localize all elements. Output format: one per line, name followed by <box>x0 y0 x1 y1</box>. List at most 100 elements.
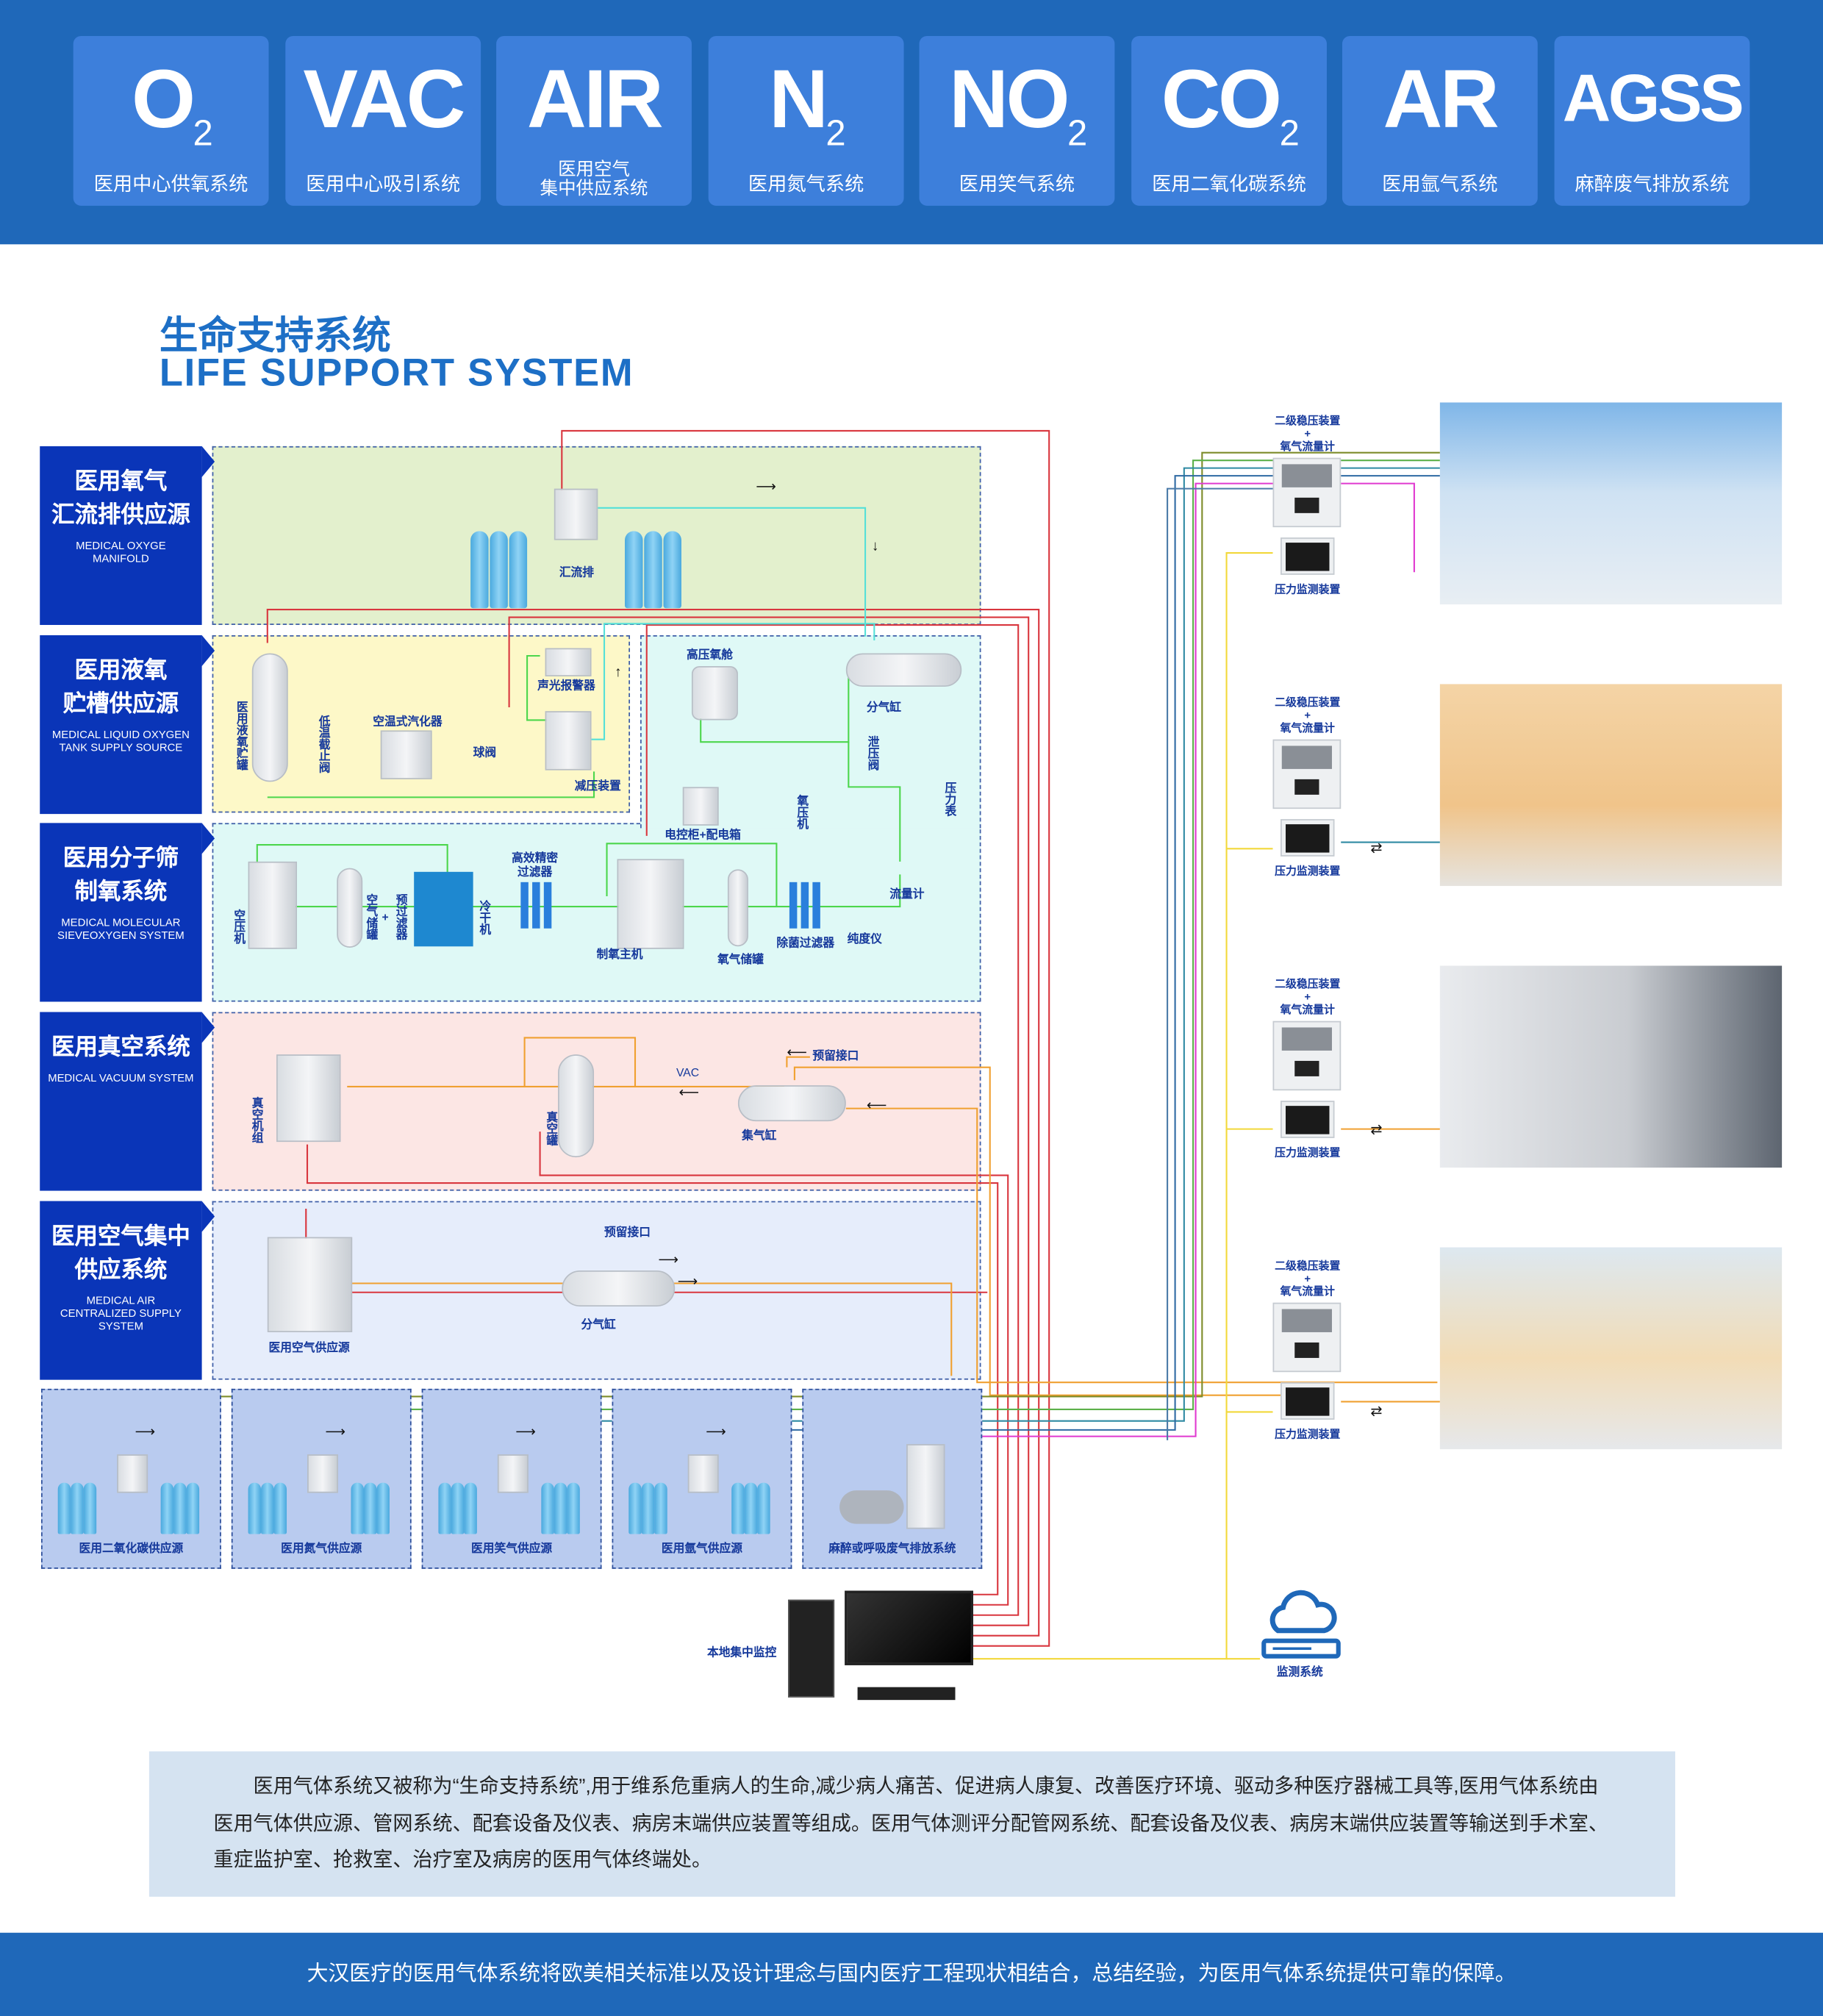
system-caption: 医用中心吸引系统 <box>306 174 461 196</box>
vacuum-tank <box>558 1054 595 1158</box>
flow-arrow-right-icon: ⟶ <box>515 1424 536 1440</box>
section-label: 医用分子筛 制氧系统 MEDICAL MOLECULAR SIEVEOXYGEN… <box>40 823 215 1002</box>
section-title-en: MEDICAL LIQUID OXYGEN TANK SUPPLY SOURCE <box>51 727 190 754</box>
section-label: 医用空气集中 供应系统 MEDICAL AIR CENTRALIZED SUPP… <box>40 1201 215 1380</box>
pressure-monitor-label: 压力监测装置 <box>1275 1145 1341 1159</box>
label-air-distributor: 分气缸 <box>581 1318 616 1332</box>
label-relief-valve: 泄压阀 <box>866 735 880 771</box>
system-symbol: AR <box>1383 52 1500 146</box>
section-title-en: MEDICAL VACUUM SYSTEM <box>48 1070 194 1084</box>
ward-room-photo <box>1439 684 1783 887</box>
pipe-cyan <box>591 623 875 740</box>
label-plus: + <box>382 910 389 923</box>
label-dryer: 冷干机 <box>478 900 492 935</box>
pressure-monitor-label: 压力监测装置 <box>1275 864 1341 877</box>
pipe-orange <box>845 1107 1438 1384</box>
flow-arrow-right-icon: ⟶ <box>706 1424 726 1440</box>
flow-arrow-left-icon: ⟵ <box>678 1085 700 1101</box>
page-title-en: LIFE SUPPORT SYSTEM <box>159 352 634 395</box>
footer-text: 大汉医疗的医用气体系统将欧美相关标准以及设计理念与国内医疗工程现状相结合，总结经… <box>0 1932 1823 2016</box>
label-vac: VAC <box>676 1065 700 1079</box>
pressure-monitor-device <box>1281 819 1335 857</box>
cloud-monitor-label: 监测系统 <box>1276 1665 1323 1679</box>
system-caption: 医用笑气系统 <box>959 174 1075 196</box>
system-tile[interactable]: CO2 医用二氧化碳系统 <box>1131 35 1327 206</box>
pipe-orange <box>523 1037 637 1087</box>
gas-source-label: 医用氩气供应源 <box>661 1542 743 1555</box>
system-tile[interactable]: N2 医用氮气系统 <box>708 35 904 206</box>
label-collector: 集气缸 <box>742 1129 777 1143</box>
pipe-green <box>267 771 595 798</box>
bidirectional-arrow-icon: ⇄ <box>1370 1404 1383 1420</box>
section-title-en: MEDICAL OXYGE MANIFOLD <box>76 538 166 565</box>
system-tile[interactable]: AGSS 麻醉废气排放系统 <box>1554 35 1750 206</box>
gas-source-panel: 医用氮气供应源 ⟶ <box>231 1388 412 1569</box>
label-reserved-port-vacuum: 预留接口 <box>812 1049 859 1062</box>
label-vacuum-tank: 真空罐 <box>545 1111 559 1146</box>
pressure-reducer <box>545 711 592 771</box>
label-air-tank: 空气储罐 <box>365 893 379 940</box>
air-distributor <box>562 1270 676 1307</box>
system-tile[interactable]: VAC 医用中心吸引系统 <box>285 35 481 206</box>
label-generator: 制氧主机 <box>596 948 643 961</box>
local-monitor-label: 本地集中监控 <box>706 1645 777 1659</box>
pipe-orange <box>786 1056 810 1068</box>
ward-room-photo <box>1439 402 1783 605</box>
pressure-monitor-label: 压力监测装置 <box>1275 1427 1341 1440</box>
pipe-red <box>508 616 1030 1626</box>
regulator-label: 二级稳压装置 + 氧气流量计 <box>1275 696 1341 734</box>
pipe-orange <box>347 1282 953 1376</box>
system-tile[interactable]: NO2 医用笑气系统 <box>919 35 1115 206</box>
gas-source-label: 医用氮气供应源 <box>281 1542 362 1555</box>
system-caption: 医用二氧化碳系统 <box>1152 174 1306 196</box>
gas-source-panel: 医用氩气供应源 ⟶ <box>612 1388 792 1569</box>
label-oxygen-compressor: 氧压机 <box>795 794 809 830</box>
regulator-flowmeter-device <box>1272 1302 1342 1373</box>
liquid-oxygen-tank <box>251 653 288 782</box>
gas-source-panel: 医用笑气供应源 ⟶ <box>421 1388 602 1569</box>
label-reserved-port-air: 预留接口 <box>604 1225 651 1239</box>
pressure-monitor-device <box>1281 1382 1335 1420</box>
flow-arrow-right-icon: ⟶ <box>135 1424 156 1440</box>
flow-arrow-left-icon: ⟵ <box>787 1045 807 1061</box>
page-title-cn: 生命支持系统 <box>159 315 391 358</box>
label-oxygen-tank: 氧气储罐 <box>717 953 764 966</box>
pressure-monitor-device <box>1281 1101 1335 1138</box>
flow-arrow-right-icon: ⟶ <box>658 1252 679 1268</box>
system-tile[interactable]: AIR 医用空气 集中供应系统 <box>496 35 692 206</box>
pc-tower-icon <box>788 1599 835 1698</box>
gas-source-label: 医用二氧化碳供应源 <box>79 1542 184 1555</box>
label-reducer: 减压装置 <box>574 779 621 793</box>
system-caption: 医用氮气系统 <box>748 174 864 196</box>
vacuum-collector <box>737 1085 846 1122</box>
label-pressure-gauge: 压力表 <box>943 782 957 817</box>
label-flowmeter: 流量计 <box>889 887 925 901</box>
system-symbol: N2 <box>769 52 845 153</box>
flow-arrow-left-icon: ⟵ <box>866 1098 887 1114</box>
label-control-cabinet: 电控柜+配电箱 <box>665 828 741 841</box>
gas-source-label: 医用笑气供应源 <box>470 1542 553 1555</box>
bidirectional-arrow-icon: ⇄ <box>1370 840 1383 857</box>
monitor-icon <box>845 1590 973 1665</box>
section-label: 医用真空系统 MEDICAL VACUUM SYSTEM <box>40 1012 215 1191</box>
medical-air-unit <box>267 1237 353 1332</box>
label-air-compressor: 空压机 <box>232 909 246 944</box>
system-tile[interactable]: O2 医用中心供氧系统 <box>73 35 269 206</box>
pipe-red <box>539 1132 1009 1606</box>
system-caption: 医用氩气系统 <box>1382 174 1498 196</box>
label-lox-tank: 医用液氧贮罐 <box>235 701 248 771</box>
gas-source-label: 麻醉或呼吸废气排放系统 <box>828 1542 956 1555</box>
pipe-steel <box>1167 487 1273 1440</box>
pipe-magenta <box>931 482 1415 1466</box>
pipe-green <box>848 742 901 862</box>
system-caption: 医用中心供氧系统 <box>93 174 248 196</box>
flow-arrow-right-icon: ⟶ <box>325 1424 346 1440</box>
system-tile[interactable]: AR 医用氩气系统 <box>1342 35 1538 206</box>
section-label: 医用氧气 汇流排供应源 MEDICAL OXYGE MANIFOLD <box>40 446 215 626</box>
label-distributor: 分气缸 <box>866 701 902 714</box>
pipe-yellow <box>973 552 1273 1660</box>
flow-arrow-down-icon: ↓ <box>871 538 879 554</box>
section-title-en: MEDICAL AIR CENTRALIZED SUPPLY SYSTEM <box>60 1293 182 1332</box>
system-symbol: AGSS <box>1562 61 1744 137</box>
label-alarm: 声光报警器 <box>537 679 595 692</box>
